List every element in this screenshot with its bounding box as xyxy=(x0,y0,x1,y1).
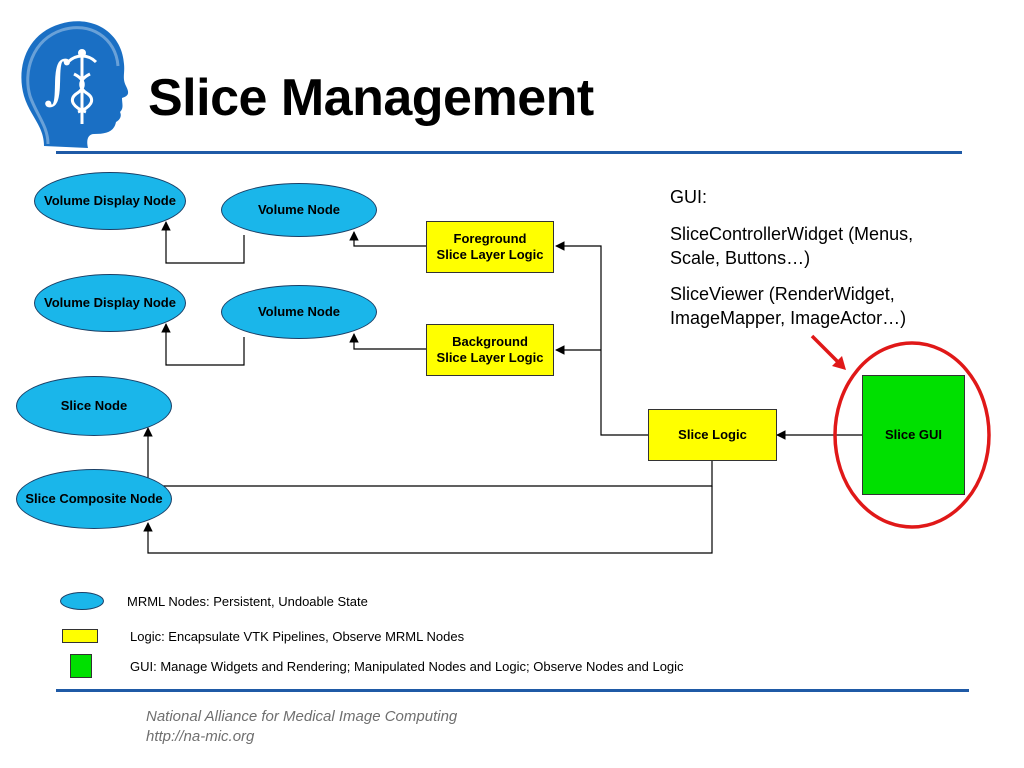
gui-heading: GUI: xyxy=(670,187,708,207)
title-divider xyxy=(56,151,962,154)
slice-logic: Slice Logic xyxy=(648,409,777,461)
volume-display-node-2: Volume Display Node xyxy=(34,274,186,332)
legend-gui-text: GUI: Manage Widgets and Rendering; Manip… xyxy=(130,659,684,674)
link-background-to-volume2 xyxy=(349,333,426,350)
highlight-ring xyxy=(833,341,991,529)
legend-gui-swatch xyxy=(70,654,92,678)
footer-divider xyxy=(56,689,969,692)
link-volume1-to-display1 xyxy=(161,221,245,264)
legend-logic-swatch xyxy=(62,629,98,643)
volume-node-1: Volume Node xyxy=(221,183,377,237)
background-slice-layer-logic: Background Slice Layer Logic xyxy=(426,324,554,376)
svg-text:∫: ∫ xyxy=(44,51,71,111)
gui-desc-viewer: SliceViewer (RenderWidget, ImageMapper, … xyxy=(670,284,907,328)
legend-mrml-swatch xyxy=(60,592,104,610)
page-title: Slice Management xyxy=(148,69,594,127)
namic-head-logo-icon: ∫ xyxy=(21,21,129,148)
link-slicelogic-to-foreground xyxy=(555,241,648,436)
link-foreground-to-volume1 xyxy=(349,231,426,247)
footer-organization: National Alliance for Medical Image Comp… xyxy=(146,708,458,725)
footer: National Alliance for Medical Image Comp… xyxy=(146,707,457,747)
foreground-slice-layer-logic: Foreground Slice Layer Logic xyxy=(426,221,554,273)
link-slicelogic-to-slicenode xyxy=(143,427,713,487)
slice-composite-node: Slice Composite Node xyxy=(16,469,172,529)
gui-desc-controller: SliceControllerWidget (Menus, Scale, But… xyxy=(670,224,914,268)
volume-display-node-1: Volume Display Node xyxy=(34,172,186,230)
slice-node: Slice Node xyxy=(16,376,172,436)
footer-url: http://na-mic.org xyxy=(146,728,255,745)
link-slicelogic-to-compositenode xyxy=(143,486,713,554)
legend-logic-text: Logic: Encapsulate VTK Pipelines, Observ… xyxy=(130,629,465,644)
link-volume2-to-display2 xyxy=(161,323,245,366)
slice-gui: Slice GUI xyxy=(862,375,965,495)
volume-node-2: Volume Node xyxy=(221,285,377,339)
legend-mrml-text: MRML Nodes: Persistent, Undoable State xyxy=(127,594,368,609)
